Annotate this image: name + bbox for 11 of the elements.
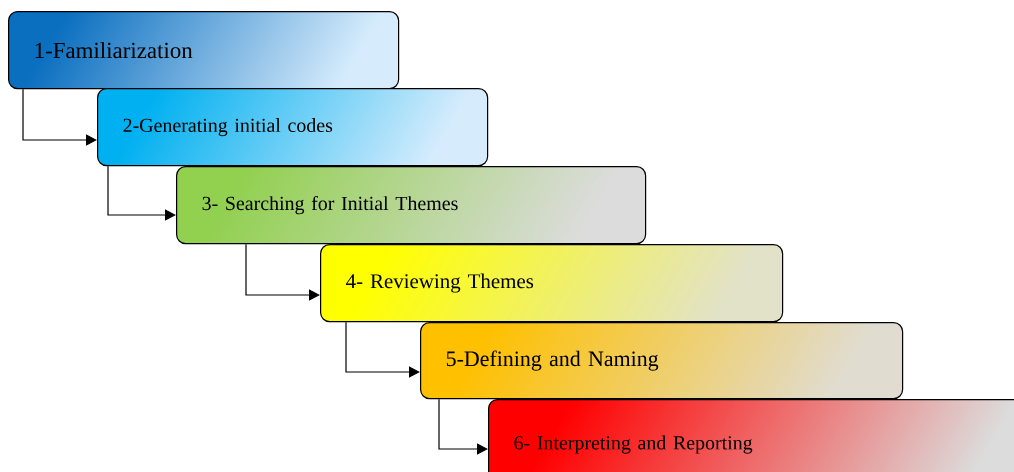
elbow-arrow <box>345 321 420 378</box>
step-box: 3- Searching for Initial Themes <box>176 166 647 245</box>
elbow-arrow <box>107 165 176 221</box>
step-box: 5-Defining and Naming <box>420 322 904 400</box>
step-box: 4- Reviewing Themes <box>320 244 784 323</box>
step-box: 2-Generating initial codes <box>97 88 489 167</box>
elbow-arrow <box>245 243 320 301</box>
elbow-arrow <box>438 398 488 455</box>
step-box: 6- Interpreting and Reporting <box>488 399 1014 472</box>
elbow-arrow <box>22 88 97 146</box>
step-box: 1-Familiarization <box>8 11 400 90</box>
